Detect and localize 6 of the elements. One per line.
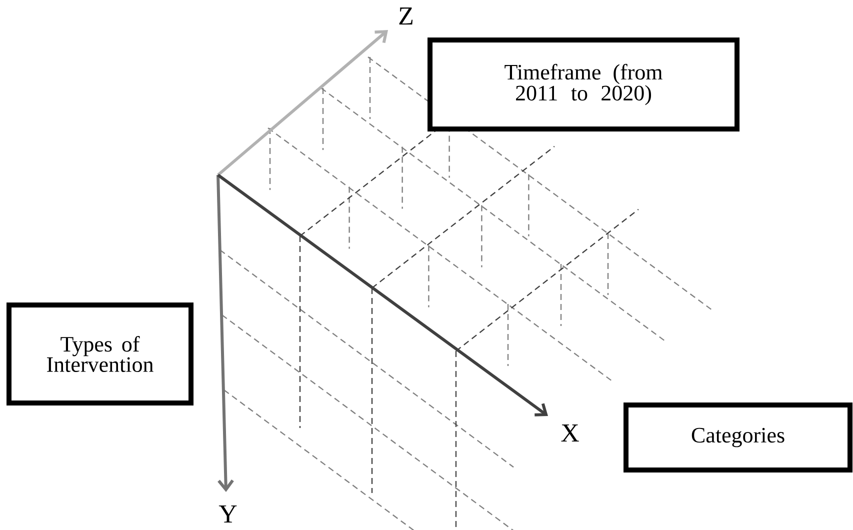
axis-label: Y [218, 505, 237, 523]
label-box: Types of Intervention [6, 302, 194, 406]
axis-label: Z [399, 7, 413, 25]
axis-label: X [561, 424, 579, 442]
label-box: Timeframe (from 2011 to 2020) [428, 38, 740, 132]
label-box: Categories [624, 402, 853, 472]
